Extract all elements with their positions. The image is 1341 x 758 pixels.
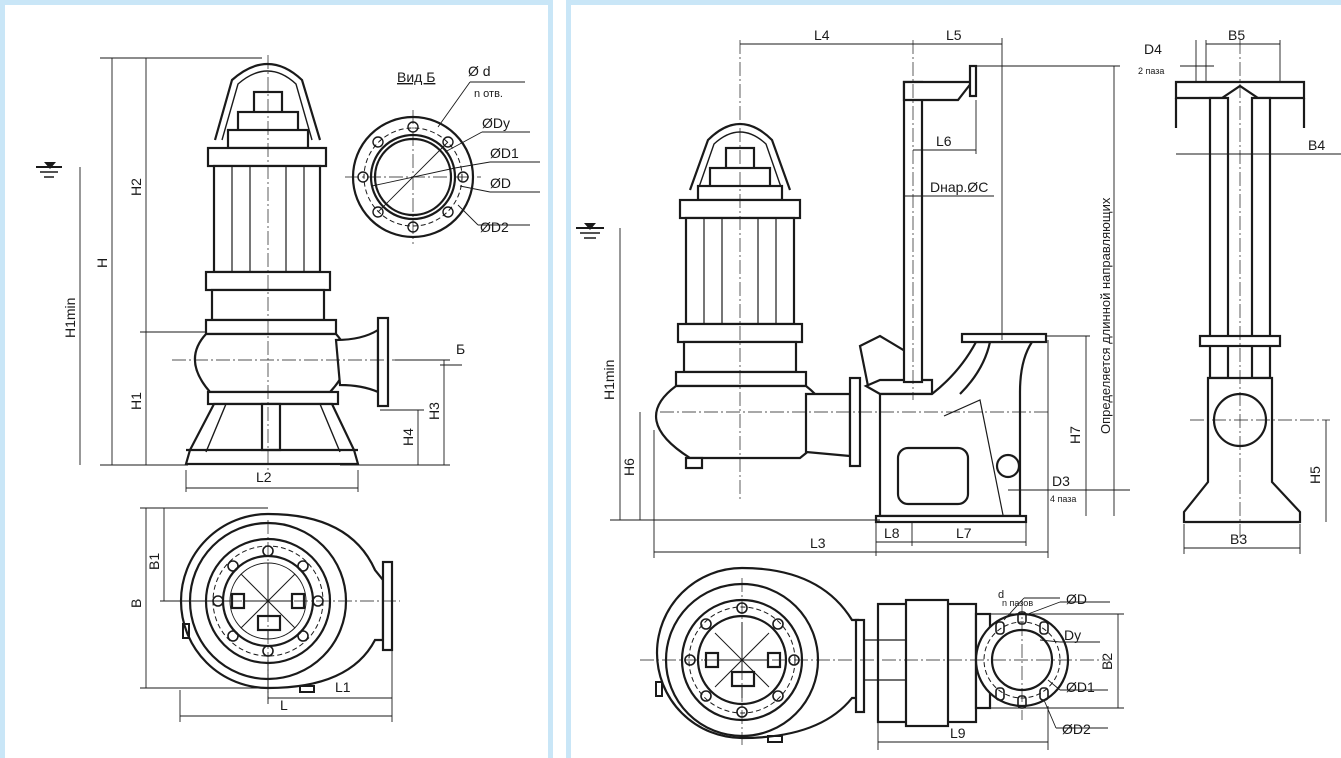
left-flange-view-b: Вид Б Ø d n отв. ØDy ØD1 ØD ØD2 (345, 63, 540, 244)
dim-L: L (280, 697, 288, 713)
dim-D4: D4 (1144, 41, 1162, 57)
dim-B1: B1 (146, 553, 162, 570)
left-vertical-dimensions (79, 57, 450, 466)
label-Dy-right: Dy (1064, 627, 1081, 643)
section-arrow-b: Б (456, 341, 465, 357)
dim-L2: L2 (256, 469, 272, 485)
label-D2-right: ØD2 (1062, 721, 1091, 737)
dim-H6: H6 (621, 458, 637, 476)
right-plan-view: d n пазов ØD Dy ØD1 ØD2 B2 L9 (640, 566, 1124, 750)
water-level-icon (36, 162, 62, 178)
label-D1: ØD1 (490, 145, 519, 161)
dim-H2: H2 (128, 178, 144, 196)
guide-length-note: Определяется длинной направляющих (1098, 197, 1113, 434)
dim-H1: H1 (128, 392, 144, 410)
dim-L8: L8 (884, 525, 900, 541)
label-D: ØD (490, 175, 511, 191)
dim-B: B (128, 599, 144, 608)
label-n-slots: n пазов (1002, 598, 1033, 608)
label-D-right: ØD (1066, 591, 1087, 607)
label-D3: D3 (1052, 473, 1070, 489)
label-Dy: ØDy (482, 115, 510, 131)
dim-H5: H5 (1307, 466, 1323, 484)
dim-H1min: H1min (62, 298, 78, 338)
dim-L7: L7 (956, 525, 972, 541)
label-D3-note: 4 паза (1050, 494, 1076, 504)
label-d: Ø d (468, 63, 491, 79)
right-front-view: D4 2 паза B5 B4 H5 B3 (1138, 27, 1341, 554)
label-Dnar: Dнар.ØC (930, 179, 988, 195)
dim-L3: L3 (810, 535, 826, 551)
dim-L1: L1 (335, 679, 351, 695)
dim-L4: L4 (814, 27, 830, 43)
dim-B3: B3 (1230, 531, 1247, 547)
dim-H7: H7 (1067, 426, 1083, 444)
dim-L5: L5 (946, 27, 962, 43)
dim-H4: H4 (400, 428, 416, 446)
dim-H1min-right: H1min (601, 360, 617, 400)
left-pump-side-view: H2 H H1min H1 H4 H3 Б L2 (36, 55, 465, 492)
view-b-title: Вид Б (397, 69, 435, 85)
dim-B4: B4 (1308, 137, 1325, 153)
dim-B2: B2 (1099, 653, 1115, 670)
label-D1-right: ØD1 (1066, 679, 1095, 695)
dim-B5: B5 (1228, 27, 1245, 43)
dim-H: H (94, 258, 110, 268)
label-n-holes: n отв. (474, 88, 503, 100)
dim-L6: L6 (936, 133, 952, 149)
label-D4-note: 2 паза (1138, 66, 1164, 76)
water-level-icon-right (576, 223, 604, 239)
label-d-slot: d (998, 589, 1004, 601)
left-plan-view: B1 B L1 L (128, 507, 400, 722)
right-installation-view: L4 L5 L6 Dнар.ØC Определяется длинной на… (576, 27, 1130, 558)
label-D2: ØD2 (480, 219, 509, 235)
dim-L9: L9 (950, 725, 966, 741)
dim-H3: H3 (426, 402, 442, 420)
